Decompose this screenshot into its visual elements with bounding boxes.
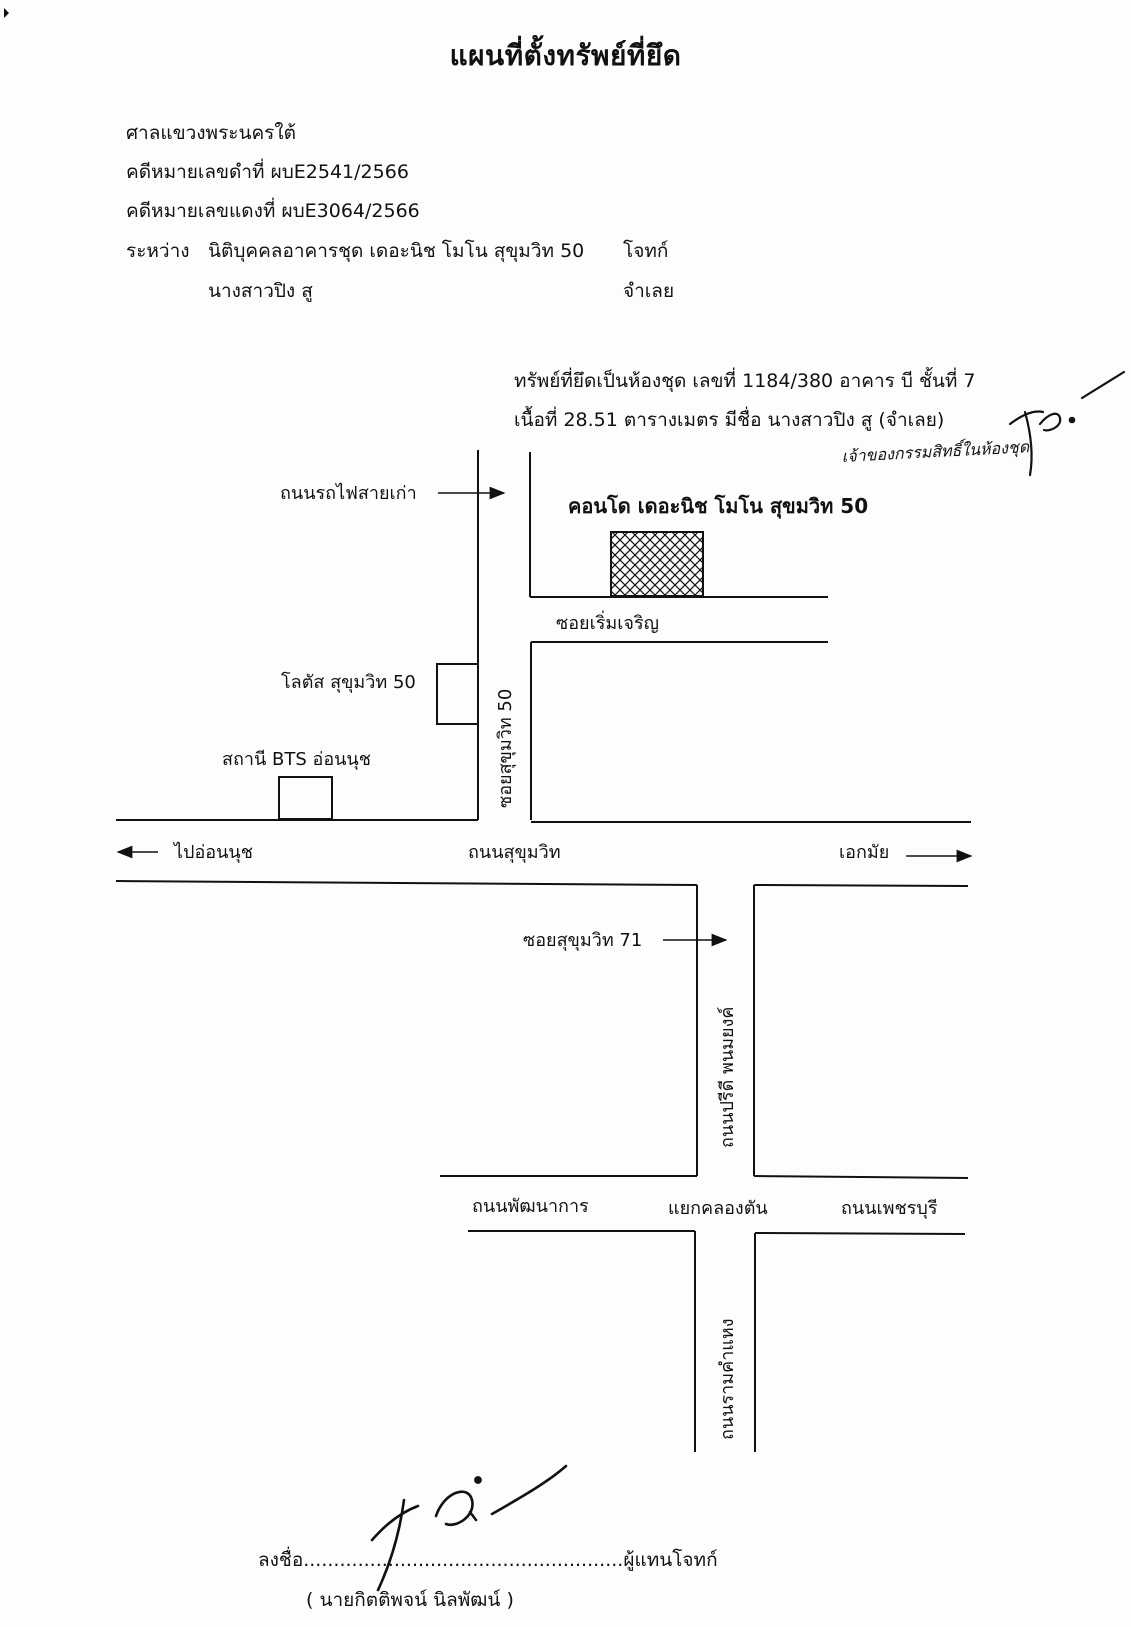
soi-sukhumvit-50-label: ซอยสุขุมวิท 50 [495,689,516,808]
handwritten-initials-mark [1008,370,1126,477]
plaintiff-name: นิติบุคคลอาคารชุด เดอะนิช โมโน สุขุมวิท … [208,240,585,262]
handwritten-owner-note: เจ้าของกรรมสิทธิ์ในห้องชุด [841,435,1031,467]
black-case-number: คดีหมายเลขดำที่ ผบE2541/2566 [126,161,409,183]
to-on-nut-label: ไปอ่อนนุช [172,841,253,863]
phetchaburi-road-north-edge-east [753,1175,969,1179]
condo-name-label: คอนโด เดอะนิช โมโน สุขมวิท 50 [568,494,868,519]
lotus-label: โลตัส สุขุมวิท 50 [281,671,416,693]
between-label: ระหว่าง [126,240,190,262]
signature-scribble [370,1464,568,1592]
pridi-road-label: ถนนปรีดี พนมยงค์ [717,1007,738,1148]
phetchaburi-road-label: ถนนเพชรบุรี [841,1198,938,1219]
soi-sukhumvit-71-label: ซอยสุขุมวิท 71 [523,930,642,951]
old-railway-road-label: ถนนรถไฟสายเก่า [280,482,417,504]
signature-line: ลงชื่อ..................................… [258,1549,718,1571]
defendant-role: จำเลย [623,280,675,302]
page-title: แผนที่ตั้งทรัพย์ที่ยึด [449,39,682,72]
soi-roem-charoen-label: ซอยเริ่มเจริญ [556,610,659,634]
condo-building-hatched [610,531,704,597]
khlong-tan-junction-label: แยกคลองตัน [668,1198,768,1219]
defendant-name: นางสาวปิง สู [208,280,313,302]
bts-station-label: สถานี BTS อ่อนนุช [222,749,371,770]
sukhumvit-road-south-edge-east [753,884,969,887]
bts-station-building [278,776,333,820]
red-case-number: คดีหมายเลขแดงที่ ผบE3064/2566 [126,200,420,222]
sukhumvit-road-south-edge-west [115,880,698,886]
ekkamai-label: เอกมัย [839,842,889,863]
phatthanakan-road-label: ถนนพัฒนาการ [472,1196,589,1217]
signatory-name: ( นายกิตติพจน์ นิลพัฒน์ ) [306,1589,514,1611]
lotus-building [436,663,479,725]
phetchaburi-road-south-edge-east [754,1232,966,1235]
ramkhamhaeng-road-label: ถนนรามคำแหง [717,1318,738,1440]
sukhumvit-road-label: ถนนสุขุมวิท [468,842,561,863]
property-line-2: เนื้อที่ 28.51 ตารางเมตร มีชื่อ นางสาวปิ… [514,409,945,431]
court-name: ศาลแขวงพระนครใต้ [126,122,297,144]
property-line-1: ทรัพย์ที่ยึดเป็นห้องชุด เลขที่ 1184/380 … [514,370,976,392]
scan-corner-mark [4,8,9,18]
plaintiff-role: โจทก์ [623,240,669,262]
